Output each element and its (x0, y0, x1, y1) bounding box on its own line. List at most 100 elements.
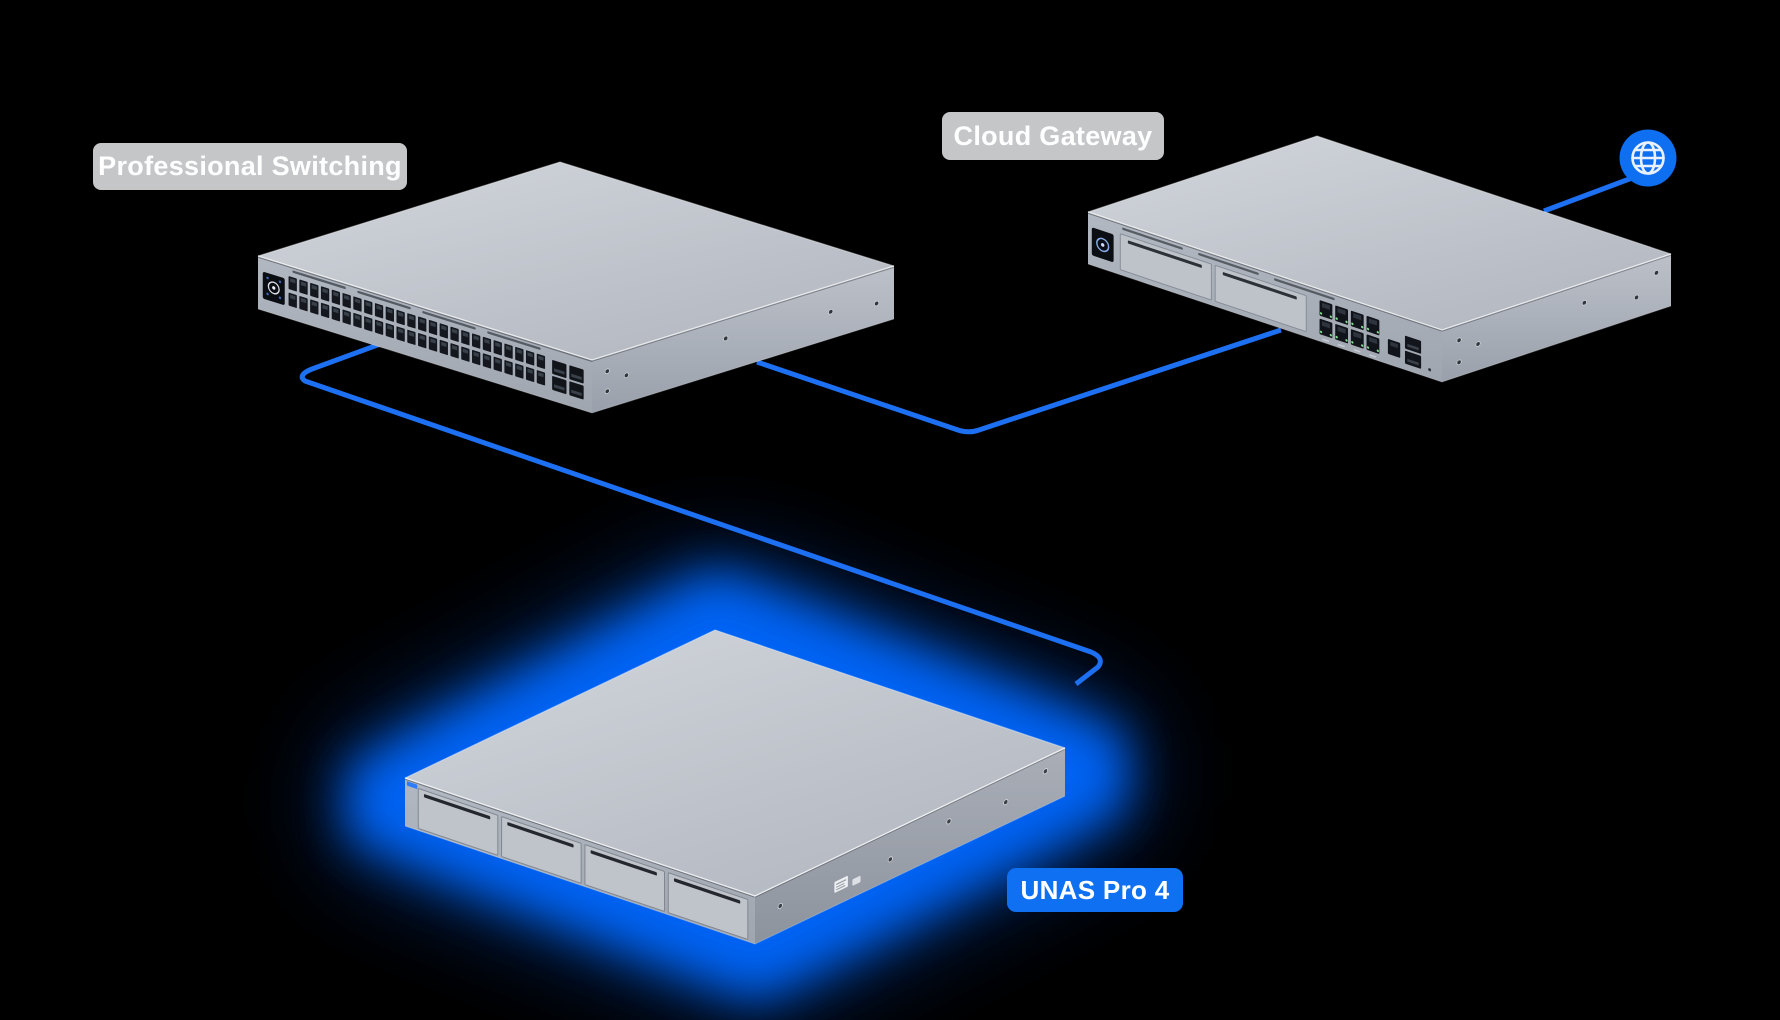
rj45-pins (376, 321, 382, 327)
rj45-pins (322, 304, 328, 310)
rj45-pins (538, 355, 544, 361)
vent-slot (487, 331, 541, 350)
vent-slot (357, 290, 411, 310)
screw (604, 368, 610, 375)
rj45-port (288, 292, 297, 308)
drive-bay (1214, 265, 1307, 332)
nas-front-edge-highlight (404, 747, 1066, 897)
display-ring (1096, 237, 1110, 253)
rj45-pins (419, 318, 425, 324)
rj45-pins (1337, 307, 1346, 316)
drive-bay (417, 788, 499, 856)
rj45-port (482, 336, 492, 353)
rj45-pins (441, 341, 447, 347)
screw (1581, 299, 1587, 306)
rj45-port (504, 343, 513, 359)
vent-slot (1274, 278, 1335, 301)
rj45-pins (322, 288, 328, 294)
vent-slot (1198, 252, 1259, 275)
bay-slot (423, 794, 491, 820)
sticker-line (836, 884, 846, 891)
rj45-pins (473, 351, 479, 358)
label-professional-switching: Professional Switching (93, 143, 407, 190)
port-label-mark (1353, 348, 1361, 353)
screw (1003, 799, 1009, 806)
port-led (1345, 339, 1348, 342)
label-cloud-gateway: Cloud Gateway (942, 112, 1164, 160)
rj45-pins (462, 348, 469, 354)
rj45-port (310, 282, 319, 299)
port-led (1361, 325, 1364, 329)
rj45-port (396, 309, 405, 326)
rj45-port (504, 360, 513, 376)
rj45-port (515, 346, 524, 363)
rj45-port (493, 340, 502, 356)
port-label-mark (1369, 354, 1377, 358)
rj45-pins (344, 311, 350, 317)
rj45-pins (538, 372, 544, 378)
port-led (1329, 315, 1332, 318)
switch-back-edge-highlight (257, 161, 895, 267)
rj45-port (342, 293, 351, 309)
rj45-port (299, 296, 308, 312)
port-label-mark (1322, 338, 1330, 343)
switch-bottom-edge (257, 308, 895, 414)
rj45-port (385, 306, 394, 322)
port-led (1376, 331, 1379, 334)
screw (1042, 768, 1048, 775)
nas-back-edge-highlight (404, 629, 1066, 779)
rj45-port (374, 303, 384, 319)
screw (1475, 341, 1481, 347)
rj45-pins (354, 298, 361, 304)
globe-icon (1619, 129, 1677, 187)
rj45-port (450, 343, 459, 359)
rj45-port (320, 302, 330, 319)
rj45-port (364, 316, 373, 332)
nas-bottom-edge (404, 795, 1066, 945)
rj45-port (461, 330, 470, 346)
info-sticker (852, 875, 861, 886)
connection-line-gateway-internet (1543, 172, 1641, 214)
rj45-pins (1390, 341, 1398, 349)
screw (1456, 359, 1462, 366)
port-led (1345, 320, 1348, 324)
connection-line-switch-nas (299, 340, 1103, 686)
sfp-slot (571, 373, 582, 381)
rj45-pins (505, 345, 512, 351)
rj45-pins (419, 335, 425, 341)
screw (887, 856, 893, 863)
rj45-pins (495, 358, 501, 364)
rj45-pins (473, 335, 479, 341)
display-ring (267, 281, 280, 295)
rj45-port (418, 333, 427, 349)
rj45-port (493, 356, 502, 372)
rj45-pins (333, 291, 339, 297)
rj45-port (342, 309, 351, 325)
connection-line-switch-gateway (756, 327, 1282, 435)
reset-hole (1428, 368, 1432, 372)
display-dot (272, 286, 276, 290)
rj45-port (288, 276, 297, 292)
port-led (1335, 317, 1338, 320)
rj45-pins (451, 345, 458, 351)
gateway-front-edge-highlight (1087, 211, 1672, 331)
switch-device (257, 161, 895, 414)
rj45-port (320, 286, 330, 302)
rj45-port (525, 366, 535, 383)
gateway-bottom-edge (1087, 263, 1672, 383)
sfp-slot (1407, 343, 1419, 351)
sticker-line (836, 882, 845, 888)
port-led (1366, 327, 1370, 331)
sfp-slot (554, 368, 565, 375)
bay-slot (673, 878, 741, 904)
port-led (1366, 346, 1370, 349)
screw (1456, 337, 1462, 344)
rj45-port (331, 306, 341, 322)
label-unas-pro-4: UNAS Pro 4 (1007, 868, 1183, 912)
screw (604, 388, 610, 395)
rj45-pins (1353, 313, 1362, 321)
sfp-slot (571, 389, 582, 397)
rj45-pins (441, 325, 447, 331)
port-label-mark (1338, 343, 1345, 348)
gateway-back-edge-highlight (1087, 135, 1672, 255)
